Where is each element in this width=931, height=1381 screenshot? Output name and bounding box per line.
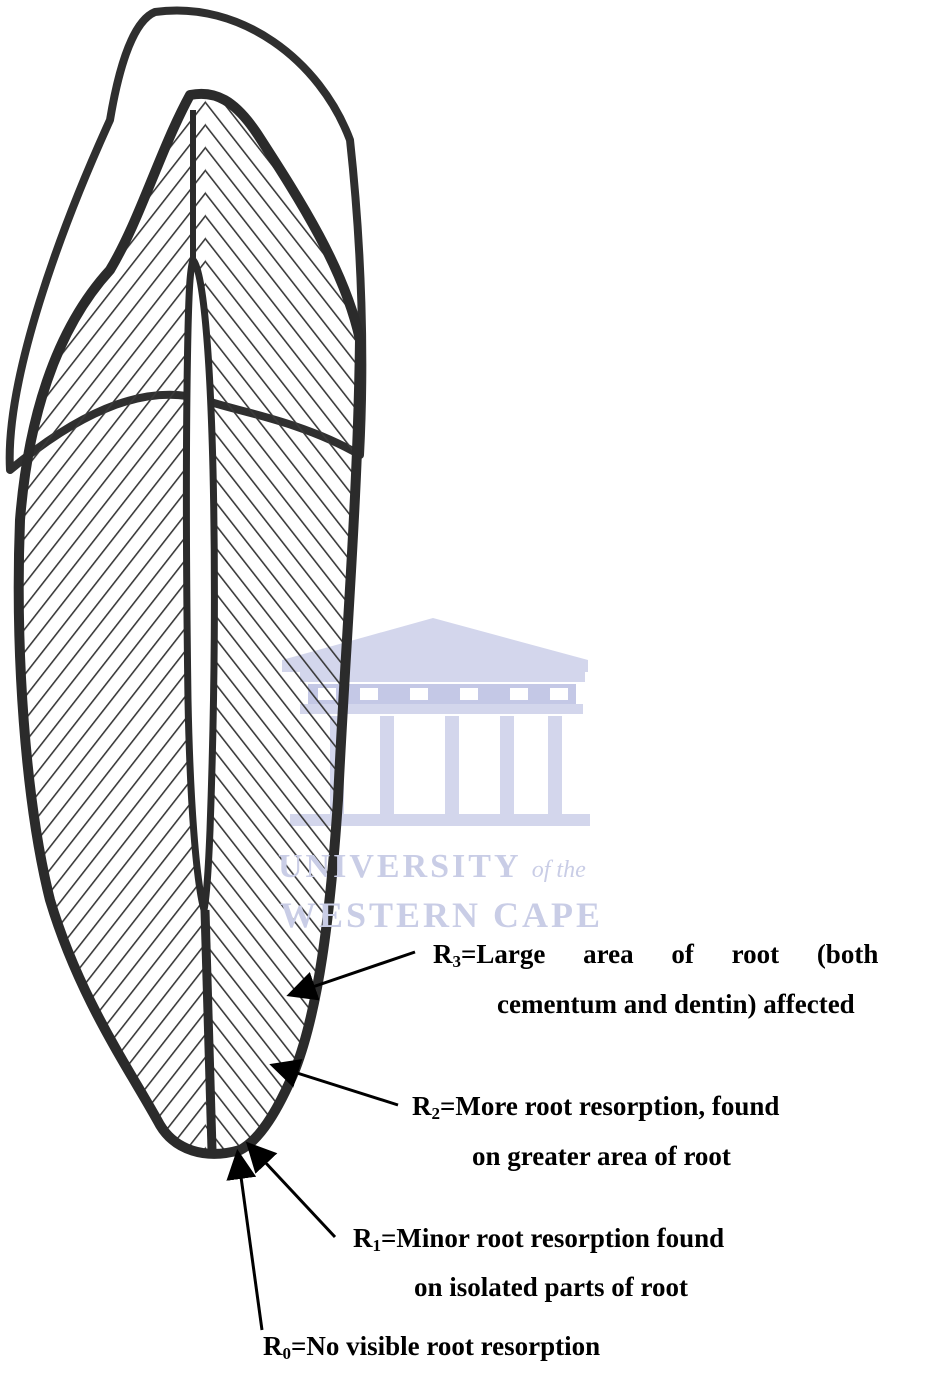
r0-subscript: 0 <box>283 1344 292 1363</box>
r3-line1: =Large area of root (both <box>461 939 878 969</box>
r0-line1: =No visible root resorption <box>291 1331 600 1361</box>
r1-subscript: 1 <box>373 1236 382 1255</box>
r1-label-line2: on isolated parts of root <box>414 1271 688 1303</box>
r1-line1: =Minor root resorption found <box>381 1223 724 1253</box>
r3-symbol: R <box>433 939 453 969</box>
watermark-university: UNIVERSITY <box>278 848 520 885</box>
r3-subscript: 3 <box>453 952 462 971</box>
r1-arrow <box>250 1146 335 1237</box>
r0-label: R0=No visible root resorption <box>263 1330 600 1362</box>
r3-label: R3=Large area of root (both <box>433 938 878 970</box>
r2-symbol: R <box>412 1091 432 1121</box>
r2-label-line2: on greater area of root <box>472 1140 731 1172</box>
r0-arrow <box>238 1155 262 1330</box>
r3-label-line2: cementum and dentin) affected <box>497 988 855 1020</box>
pulp-canal <box>187 260 215 910</box>
r0-symbol: R <box>263 1331 283 1361</box>
watermark-text-line2: WESTERN CAPE <box>280 894 603 936</box>
watermark-of-the: of the <box>532 857 586 883</box>
r1-label: R1=Minor root resorption found <box>353 1222 724 1254</box>
r2-line1: =More root resorption, found <box>440 1091 779 1121</box>
watermark-western-cape: WESTERN CAPE <box>280 895 603 935</box>
r2-label: R2=More root resorption, found <box>412 1090 779 1122</box>
r1-symbol: R <box>353 1223 373 1253</box>
r2-subscript: 2 <box>432 1104 441 1123</box>
watermark-text-line1: UNIVERSITY of the <box>278 848 586 886</box>
